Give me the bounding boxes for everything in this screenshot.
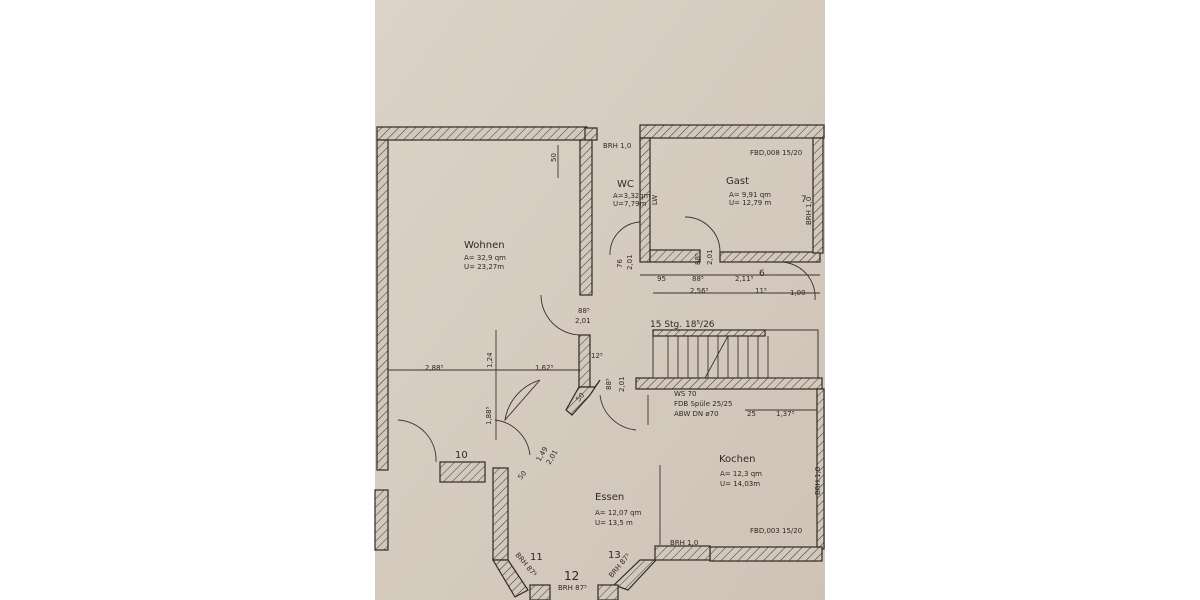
room-area: A= 32,9 qm [464, 254, 506, 262]
brh-bay-mid-label: BRH 87⁵ [558, 584, 587, 592]
staircase [652, 329, 819, 379]
room-perimeter: U= 14,03m [720, 480, 760, 488]
dim-label: 11⁵ [755, 287, 767, 295]
room-area: A= 12,3 qm [720, 470, 762, 478]
room-area: A= 12,07 qm [595, 509, 642, 517]
window-number-13: 13 [608, 550, 621, 561]
room-kochen: Kochen A= 12,3 qm U= 14,03m [719, 454, 762, 488]
room-name: Gast [726, 176, 749, 187]
dim-label: 2,01 [706, 249, 714, 265]
dim-label: 2,01 [618, 376, 626, 392]
window-number-11: 11 [530, 552, 543, 563]
room-perimeter: U= 13,5 m [595, 519, 633, 527]
room-wc: WC A=3,32qm U=7,79m [613, 179, 651, 208]
window-number-12: 12 [564, 569, 579, 583]
fdb-label: FDB Spüle 25/25 [674, 400, 732, 408]
dim-label: 2,01 [575, 317, 591, 325]
dim-label: 88⁵ [694, 253, 702, 265]
room-name: Kochen [719, 454, 756, 465]
dim-label: 50 [516, 469, 528, 481]
dim-label: 50 [574, 391, 586, 403]
brh-kochen-right-label: BRH 1,0 [814, 467, 822, 495]
fbd-gast-label: FBD,008 15/20 [750, 149, 802, 157]
dim-label: 2,01 [626, 254, 634, 270]
room-perimeter: U= 23,27m [464, 263, 504, 271]
dim-label: 1,24 [486, 352, 494, 368]
room-essen: Essen A= 12,07 qm U= 13,5 m [595, 492, 642, 527]
dim-label: 1,62⁵ [535, 364, 554, 372]
brh-kochen-label: BRH 1,0 [670, 539, 698, 547]
number-7: 7 [801, 195, 807, 205]
dim-label: 1,00 [790, 289, 806, 297]
dim-label: 95 [657, 275, 666, 283]
room-area: A= 9,91 qm [729, 191, 771, 199]
fbd-kochen-label: FBD,003 15/20 [750, 527, 802, 535]
dim-label: 88⁵ [578, 307, 590, 315]
dim-label: 88⁵ [605, 378, 613, 390]
room-area: A=3,32qm [613, 192, 651, 200]
dim-label: 2,56⁵ [690, 287, 709, 295]
room-name: Essen [595, 492, 624, 503]
number-6: 6 [759, 269, 765, 279]
abw-label: ABW DN ø70 [674, 410, 719, 418]
walls [374, 124, 825, 600]
dim-label: 88⁵ [692, 275, 704, 283]
brh-gast-label: BRH 1,0 [805, 197, 813, 225]
stairs-label: 15 Stg. 18⁵/26 [650, 320, 715, 330]
room-perimeter: U= 12,79 m [729, 199, 771, 207]
lw-label: LW [651, 195, 659, 205]
dim-label: 2,88⁵ [425, 364, 444, 372]
dimension-lines [388, 145, 820, 545]
dim-label: 25 [747, 410, 756, 418]
room-name: Wohnen [464, 240, 505, 251]
dim-label: 50 [550, 153, 558, 162]
ws-label: WS 70 [674, 390, 697, 398]
brh-wc-label: BRH 1,0 [603, 142, 631, 150]
dim-label: 76 [616, 259, 624, 268]
dim-label: 2,11⁵ [735, 275, 754, 283]
room-name: WC [617, 179, 634, 190]
door-swings [397, 216, 816, 463]
dim-label: 12⁵ [591, 352, 603, 360]
room-wohnen: Wohnen A= 32,9 qm U= 23,27m [464, 240, 506, 271]
room-perimeter: U=7,79m [613, 200, 647, 208]
dim-label: 1,37⁵ [776, 410, 795, 418]
dim-label: 1,88⁵ [485, 406, 493, 425]
paper-sheet [375, 0, 825, 600]
window-number-10: 10 [455, 450, 468, 461]
room-gast: Gast A= 9,91 qm U= 12,79 m [726, 176, 771, 207]
